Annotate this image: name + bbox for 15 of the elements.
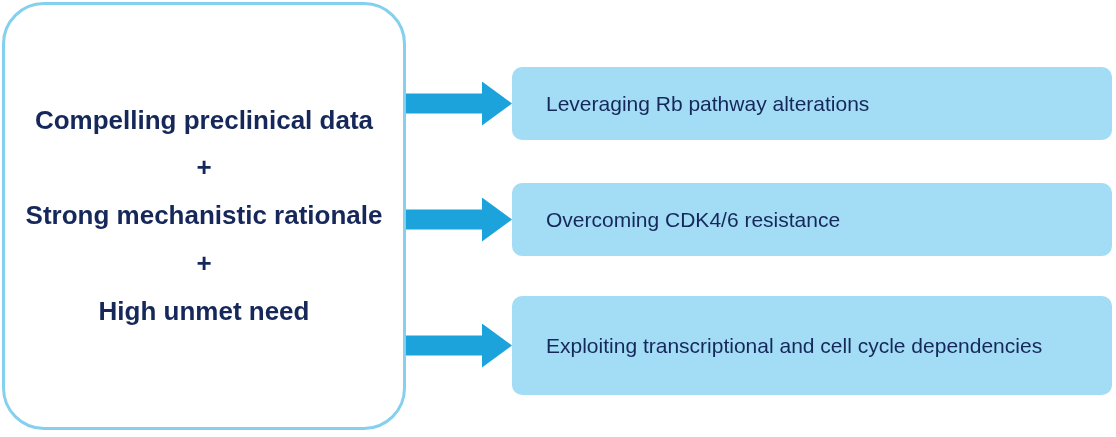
statement-text: High unmet need — [98, 294, 310, 328]
outcome-box — [512, 183, 1112, 256]
outcome-text: Leveraging Rb pathway alterations — [546, 90, 870, 117]
outcome-text: Overcoming CDK4/6 resistance — [546, 206, 841, 233]
statement-text: Compelling preclinical data — [34, 103, 374, 137]
summary-panel — [2, 2, 406, 430]
statement-text: + — [196, 246, 212, 280]
arrow — [406, 81, 512, 126]
outcome-box — [512, 67, 1112, 140]
outcome-text: Exploiting transcriptional and cell cycle dependencies — [546, 332, 1043, 359]
arrow — [406, 197, 512, 242]
statement-text: + — [196, 151, 212, 185]
statement-text: Strong mechanistic rationale — [25, 199, 383, 233]
outcome-box — [512, 296, 1112, 395]
arrow — [406, 323, 512, 368]
